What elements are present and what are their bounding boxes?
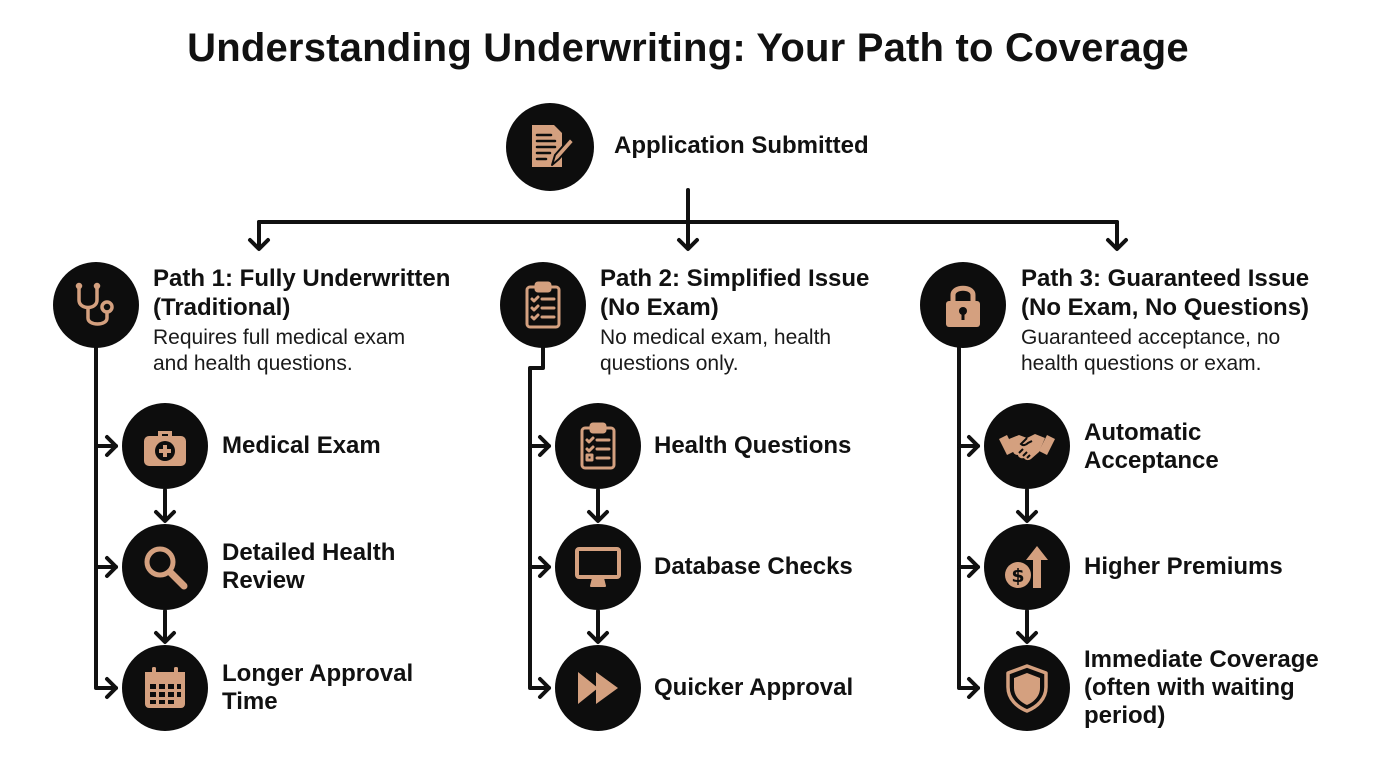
magnifier-icon (122, 524, 208, 610)
path-3-description: Guaranteed acceptance, no health questio… (1021, 326, 1281, 375)
calendar-icon (122, 645, 208, 731)
clipboard-checklist-icon (500, 262, 586, 348)
path-3-step-1-label: Automatic Acceptance (1084, 419, 1219, 474)
path-2-step-3-label: Quicker Approval (654, 674, 854, 701)
path-2-title: Path 2: Simplified Issue (No Exam) (600, 265, 870, 321)
path-1-description: Requires full medical exam and health qu… (153, 326, 406, 375)
path-3-title: Path 3: Guaranteed Issue (No Exam, No Qu… (1021, 265, 1310, 321)
handshake-icon (984, 403, 1070, 489)
path-2-step-2-label: Database Checks (654, 553, 853, 580)
path-3-step-3-label: Immediate Coverage (often with waiting p… (1084, 646, 1319, 729)
document-pen-icon (506, 103, 594, 191)
stethoscope-icon (53, 262, 139, 348)
diagram-title: Understanding Underwriting: Your Path to… (187, 26, 1189, 70)
medical-kit-icon (122, 403, 208, 489)
path-1-step-2-label: Detailed Health Review (222, 539, 396, 594)
path-3-step-2-label: Higher Premiums (1084, 553, 1283, 580)
padlock-icon (920, 262, 1006, 348)
shield-icon (984, 645, 1070, 731)
path-2-description: No medical exam, health questions only. (600, 326, 832, 375)
fast-forward-icon (555, 645, 641, 731)
svg-text:$: $ (1011, 565, 1024, 587)
path-2-step-1-label: Health Questions (654, 432, 852, 459)
dollar-arrow-up-icon: $ (984, 524, 1070, 610)
path-1-step-1-label: Medical Exam (222, 432, 381, 459)
clipboard-icon (555, 403, 641, 489)
start-label: Application Submitted (614, 132, 869, 159)
path-1-title: Path 1: Fully Underwritten (Traditional) (153, 265, 451, 321)
path-1-step-3-label: Longer Approval Time (222, 660, 414, 715)
monitor-icon (555, 524, 641, 610)
